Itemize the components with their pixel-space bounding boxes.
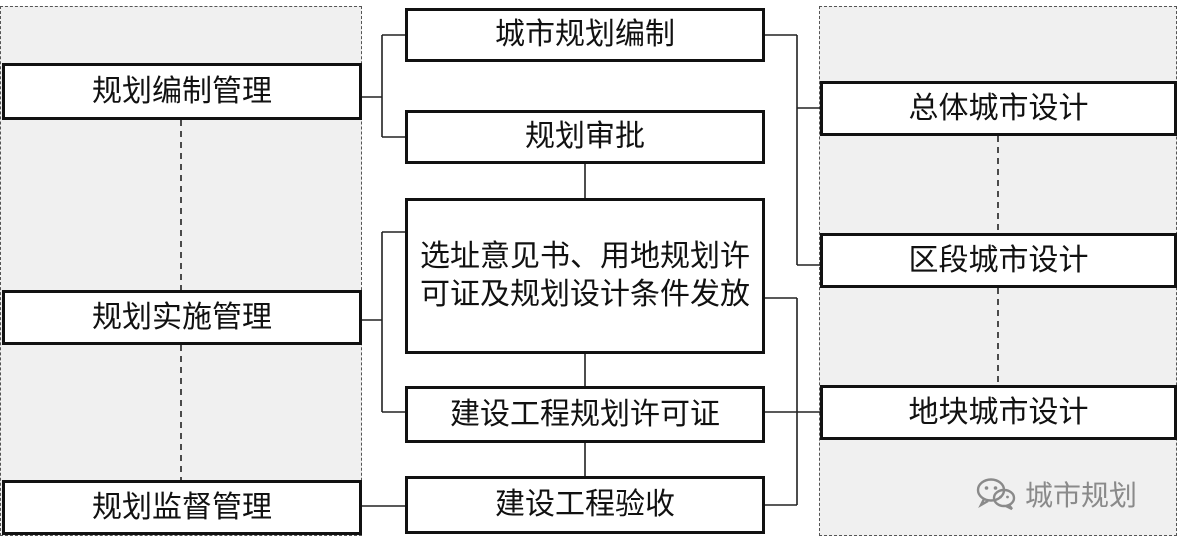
urban-planning-compilation-box: 城市规划编制 — [405, 8, 765, 62]
site-permits-box: 选址意见书、用地规划许可证及规划设计条件发放 — [405, 198, 765, 354]
overall-urban-design-label: 总体城市设计 — [908, 90, 1089, 126]
block-urban-design-box: 地块城市设计 — [820, 385, 1177, 440]
watermark: 城市规划 — [975, 474, 1137, 514]
overall-urban-design-box: 总体城市设计 — [820, 81, 1177, 136]
planning-approval-label: 规划审批 — [525, 119, 645, 155]
site-permits-label: 选址意见书、用地规划许可证及规划设计条件发放 — [420, 238, 750, 312]
planning-supervision-mgmt-box: 规划监督管理 — [2, 480, 362, 535]
district-urban-design-box: 区段城市设计 — [820, 233, 1177, 288]
planning-implementation-mgmt-label: 规划实施管理 — [92, 299, 272, 335]
urban-planning-compilation-label: 城市规划编制 — [495, 17, 675, 53]
planning-implementation-mgmt-box: 规划实施管理 — [2, 290, 362, 345]
construction-permit-label: 建设工程规划许可证 — [450, 396, 720, 432]
wechat-icon — [976, 478, 1016, 511]
planning-compilation-mgmt-box: 规划编制管理 — [2, 63, 362, 120]
construction-permit-box: 建设工程规划许可证 — [405, 386, 765, 443]
watermark-text: 城市规划 — [1025, 479, 1138, 512]
planning-approval-box: 规划审批 — [405, 110, 765, 164]
block-urban-design-label: 地块城市设计 — [908, 394, 1089, 430]
planning-compilation-mgmt-label: 规划编制管理 — [92, 73, 272, 109]
construction-acceptance-label: 建设工程验收 — [495, 487, 675, 523]
construction-acceptance-box: 建设工程验收 — [405, 476, 765, 534]
district-urban-design-label: 区段城市设计 — [908, 242, 1089, 278]
planning-supervision-mgmt-label: 规划监督管理 — [92, 489, 272, 525]
